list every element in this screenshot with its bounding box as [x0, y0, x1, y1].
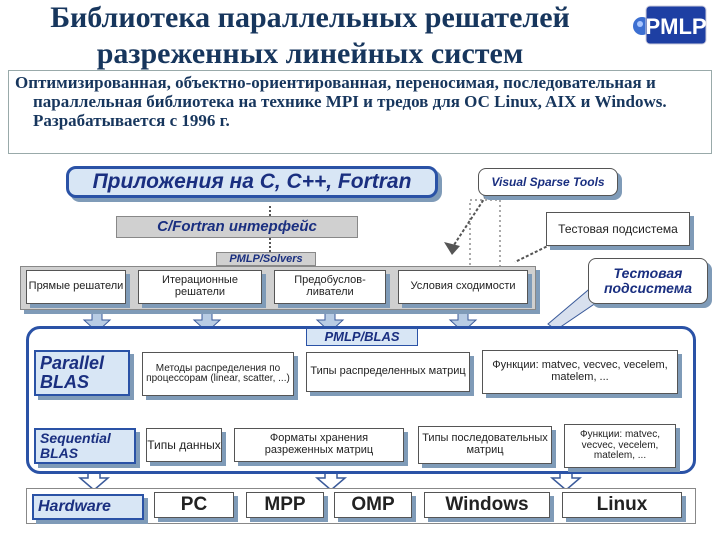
title-line-1: Библиотека параллельных решателей — [50, 1, 570, 34]
parallel-item-label: Функции: matvec, veсvec, vecelem, matele… — [492, 359, 668, 383]
hardware-item-label: MPP — [264, 494, 306, 516]
parallel-blas-label: Parallel BLAS — [34, 350, 130, 396]
test-box-1: Тестовая подсистема — [546, 212, 690, 246]
seq-item-functions: Функции: matvec, vecvec, vecelem, matele… — [564, 424, 676, 468]
blas-tab: PMLP/BLAS — [306, 328, 418, 346]
hardware-item-label: OMP — [351, 494, 395, 516]
parallel-item-label: Типы распределенных матриц — [310, 365, 466, 378]
seq-item-matrix-types: Типы последовательных матриц — [418, 426, 552, 464]
iface-box: C/Fortran интерфейс — [116, 216, 358, 238]
apps-label: Приложения на C, C++, Fortran — [92, 169, 412, 193]
solver-iterative: Итерационные решатели — [138, 270, 262, 304]
seq-item-label: Форматы хранения разреженных матриц — [264, 432, 374, 456]
hardware-item-label: PC — [180, 494, 208, 516]
hardware-omp: OMP — [334, 492, 412, 518]
parallel-item-dist-types: Типы распределенных матриц — [306, 352, 470, 392]
test-box-2: Тестовая подсистема — [588, 258, 708, 304]
solver-direct: Прямые решатели — [26, 270, 126, 304]
solver-preconditioners: Предобуслов-ливатели — [274, 270, 386, 304]
blas-tab-label: PMLP/BLAS — [324, 329, 400, 345]
parallel-item-distribution: Методы распределения по процессорам (lin… — [142, 352, 294, 396]
solver-convergence: Условия сходимости — [398, 270, 528, 304]
seq-item-label: Типы последовательных матриц — [422, 432, 548, 456]
seq-item-storage: Форматы хранения разреженных матриц — [234, 428, 404, 462]
solver-label: Условия сходимости — [410, 280, 516, 293]
solver-label: Предобуслов-ливатели — [294, 274, 366, 298]
seq-item-data-types: Типы данных — [146, 428, 222, 462]
apps-box: Приложения на C, C++, Fortran — [66, 166, 438, 198]
test-label-2: Тестовая подсистема — [603, 265, 693, 296]
page-title: Библиотека параллельных решателей разреж… — [10, 0, 610, 72]
test-label-1: Тестовая подсистема — [558, 221, 678, 236]
iface-label: C/Fortran интерфейс — [157, 218, 317, 236]
parallel-item-functions: Функции: matvec, veсvec, vecelem, matele… — [482, 350, 678, 394]
seq-item-label: Типы данных — [147, 437, 221, 452]
hardware-linux: Linux — [562, 492, 682, 518]
hardware-item-label: Linux — [596, 494, 648, 516]
pmlp-logo: PMLP — [632, 2, 708, 50]
hardware-pc: PC — [154, 492, 234, 518]
solver-label: Итерационные решатели — [162, 274, 238, 298]
solvers-tab-label: PMLP/Solvers — [229, 253, 303, 265]
vst-box: Visual Sparse Tools — [478, 168, 618, 196]
hardware-windows: Windows — [424, 492, 550, 518]
solver-label: Прямые решатели — [28, 280, 124, 293]
seq-item-label: Функции: matvec, vecvec, vecelem, matele… — [580, 429, 660, 462]
vst-label: Visual Sparse Tools — [491, 174, 605, 189]
description-text: Оптимизированная, объектно-ориентированн… — [15, 73, 667, 130]
description-box: Оптимизированная, объектно-ориентированн… — [8, 70, 712, 154]
title-line-2: разреженных линейных систем — [96, 37, 524, 70]
logo-text: PMLP — [645, 14, 706, 39]
sequential-label-text: Sequential BLAS — [40, 430, 111, 461]
solvers-tab: PMLP/Solvers — [216, 252, 316, 266]
parallel-label-text: Parallel BLAS — [40, 353, 105, 392]
hardware-item-label: Windows — [445, 494, 529, 516]
sequential-blas-label: Sequential BLAS — [34, 428, 136, 464]
hardware-label: Hardware — [32, 494, 144, 520]
hardware-label-text: Hardware — [38, 497, 111, 515]
hardware-mpp: MPP — [246, 492, 324, 518]
parallel-item-label: Методы распределения по процессорам (lin… — [146, 362, 290, 384]
